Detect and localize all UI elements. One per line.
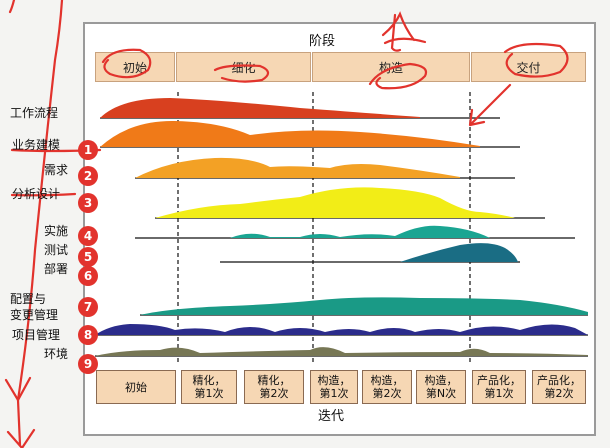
diagram-frame xyxy=(83,22,596,436)
project-mgmt-hump xyxy=(95,324,588,335)
circle-elaboration xyxy=(213,64,270,83)
discipline-deployment: 部署 xyxy=(44,262,69,276)
top-left-tick xyxy=(8,0,16,14)
discipline-requirements: 需求 xyxy=(44,163,69,177)
iteration-cons-n: 构造， 第N次 xyxy=(416,370,466,404)
iteration-elab-1: 精化， 第1次 xyxy=(181,370,237,404)
implementation-hump xyxy=(230,225,490,238)
arrow-up-mark xyxy=(381,11,427,52)
iteration-trans-1: 产品化， 第1次 xyxy=(472,370,526,404)
circle-transition xyxy=(503,42,569,78)
phase-construction: 构造 xyxy=(312,52,470,82)
badge-2: 2 xyxy=(78,166,98,186)
business-modeling-hump xyxy=(100,120,480,147)
discipline-workflow: 工作流程 xyxy=(10,106,59,120)
circle-inception xyxy=(101,48,152,79)
phase-elaboration: 细化 xyxy=(176,52,311,82)
arrow-to-transition xyxy=(468,83,512,127)
discipline-test: 测试 xyxy=(44,243,69,257)
circle-construction xyxy=(368,62,428,90)
badge-6: 6 xyxy=(78,266,98,286)
badge-1: 1 xyxy=(78,140,98,160)
iterations-title: 迭代 xyxy=(318,409,345,424)
discipline-project-mgmt: 项目管理 xyxy=(12,328,61,342)
left-arrow-tail xyxy=(6,398,36,448)
discipline-business-modeling: 业务建模 xyxy=(12,138,61,152)
iteration-trans-2: 产品化， 第2次 xyxy=(532,370,586,404)
iteration-cons-2: 构造， 第2次 xyxy=(362,370,412,404)
requirements-hump xyxy=(135,157,460,178)
workflow-hump xyxy=(100,98,420,118)
phases-title: 阶段 xyxy=(309,34,336,49)
iteration-initial: 初始 xyxy=(96,370,176,404)
iteration-cons-1: 构造， 第1次 xyxy=(310,370,358,404)
badge-8: 8 xyxy=(78,325,98,345)
environment-hump xyxy=(95,347,588,356)
badge-9: 9 xyxy=(78,354,98,374)
iteration-elab-2: 精化， 第2次 xyxy=(244,370,304,404)
discipline-environment: 环境 xyxy=(44,347,69,361)
underline-analysis xyxy=(10,192,77,197)
discipline-config-1: 配置与 xyxy=(10,292,47,306)
analysis-design-hump xyxy=(155,187,515,218)
discipline-implementation: 实施 xyxy=(44,224,69,238)
badge-4: 4 xyxy=(78,226,98,246)
discipline-config-2: 变更管理 xyxy=(10,308,59,322)
left-vertical-stroke xyxy=(16,0,64,402)
test-hump xyxy=(400,243,518,262)
badge-7: 7 xyxy=(78,297,98,317)
badge-3: 3 xyxy=(78,193,98,213)
badge-5: 5 xyxy=(78,247,98,267)
config-change-hump xyxy=(140,297,588,315)
discipline-analysis-design: 分析设计 xyxy=(12,187,61,201)
